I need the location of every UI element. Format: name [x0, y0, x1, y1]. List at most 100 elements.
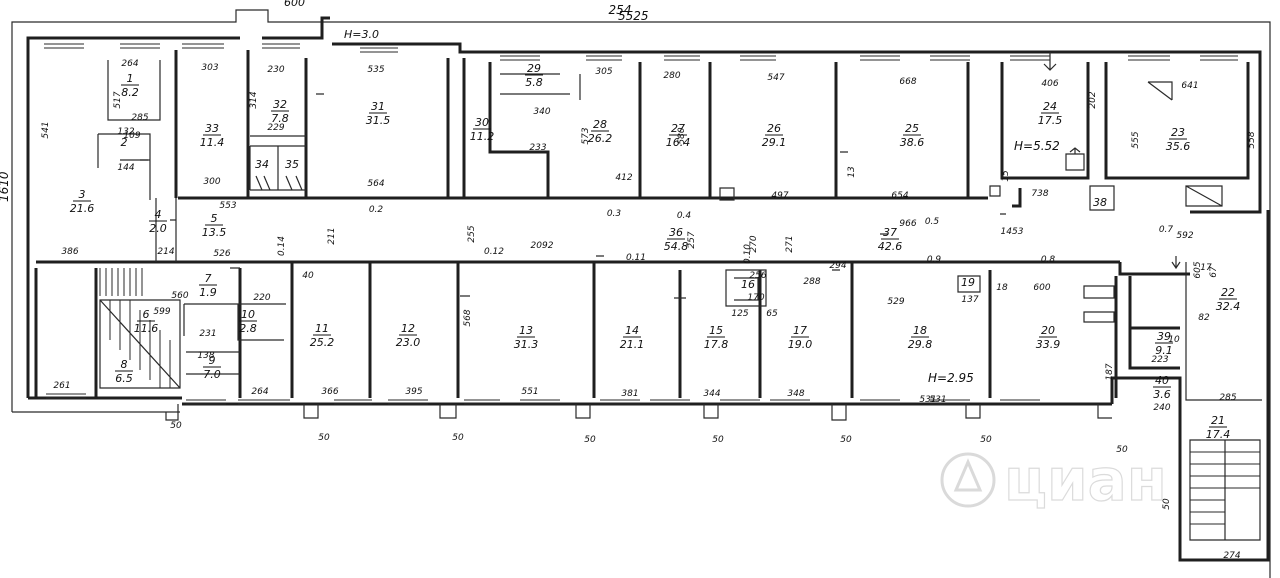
dimension-label: 270: [749, 235, 759, 252]
room-number-32: 32: [273, 98, 287, 111]
misc-mark: 0.5: [925, 217, 940, 227]
dimension-label: 1453: [1001, 227, 1024, 237]
dimension-label: 109: [123, 131, 140, 141]
dimension-label: 555: [1131, 131, 1141, 148]
dimension-label: 348: [787, 389, 804, 399]
plan-labels: 5525 1610 600 H=3.0 H=5.52 H=2.95: [0, 0, 1060, 385]
dimension-label: 558: [1247, 131, 1257, 148]
room-number-16: 16: [741, 278, 755, 291]
room-area-28: 26.2: [588, 132, 613, 145]
room-number-30: 30: [475, 116, 489, 129]
dimension-label: 256: [749, 271, 766, 281]
room-number-35: 35: [285, 158, 299, 171]
height-note-room18: H=2.95: [928, 371, 974, 385]
room-number-2: 2: [121, 136, 128, 149]
dimension-label: 366: [321, 387, 338, 397]
room-area-27: 16.4: [666, 136, 691, 149]
room-area-39: 9.1: [1155, 344, 1173, 357]
dimension-label: 255: [467, 225, 477, 242]
dimension-label: 50: [170, 421, 182, 431]
dimension-label: 600: [1033, 283, 1050, 293]
dimension-label: 137: [961, 295, 978, 305]
room-area-26: 29.1: [762, 136, 787, 149]
top-fragment-label: 600: [284, 0, 305, 9]
door-marks: [140, 93, 1006, 299]
room-area-23: 35.6: [1166, 140, 1191, 153]
room-number-23: 23: [1171, 126, 1185, 139]
room-number-6: 6: [143, 308, 150, 321]
dimension-label: 303: [201, 63, 218, 73]
dimension-label: 271: [785, 235, 795, 252]
dimension-label: 541: [41, 121, 51, 138]
room-area-15: 17.8: [704, 338, 729, 351]
dimension-label: 526: [213, 249, 230, 259]
misc-mark: 40: [302, 271, 314, 281]
dimension-label: 305: [595, 67, 612, 77]
dimension-label: 641: [1181, 81, 1198, 91]
top-windows: [44, 43, 1238, 61]
room-area-9: 7.0: [203, 368, 221, 381]
room-area-1: 8.2: [121, 86, 139, 99]
room-number-28: 28: [593, 118, 607, 131]
room-number-1: 1: [127, 72, 134, 85]
dimension-label: 138: [197, 351, 214, 361]
misc-mark: 13: [847, 166, 857, 178]
misc-mark: 15: [1001, 170, 1011, 182]
overall-length-label: 5525: [618, 9, 649, 23]
misc-mark: 17: [1200, 263, 1212, 273]
dimension-label: 132: [117, 127, 134, 137]
misc-mark: 0.10: [743, 244, 753, 264]
dimension-label: 381: [621, 389, 638, 399]
room-number-33: 33: [205, 122, 219, 135]
misc-symbols: [719, 52, 1181, 270]
room-number-17: 17: [793, 324, 807, 337]
dimension-label: 564: [367, 179, 384, 189]
room-area-8: 6.5: [115, 372, 133, 385]
dimension-label: 50: [1116, 445, 1128, 455]
room-area-32: 7.8: [271, 112, 289, 125]
dimension-label: 125: [731, 309, 748, 319]
dimension-label: 314: [249, 91, 259, 108]
room-area-7: 1.9: [199, 286, 217, 299]
dimension-label: 395: [405, 387, 422, 397]
room-area-6: 11.6: [134, 322, 159, 335]
partitions-bottom: [34, 262, 1262, 541]
top-height-note: H=3.0: [344, 28, 379, 41]
dimension-label: 170: [747, 293, 764, 303]
dimension-label: 386: [61, 247, 78, 257]
dimension-label: 144: [117, 163, 134, 173]
room-number-20: 20: [1041, 324, 1055, 337]
room-number-8: 8: [121, 358, 128, 371]
room-area-36: 54.8: [664, 240, 689, 253]
room-number-37: 37: [883, 226, 897, 239]
dimension-label: 50: [712, 435, 724, 445]
room-area-25: 38.6: [900, 136, 925, 149]
dimension-label: 412: [615, 173, 632, 183]
room-number-3: 3: [79, 188, 86, 201]
dimension-label: 50: [840, 435, 852, 445]
room-area-24: 17.5: [1038, 114, 1063, 127]
dimension-label: 229: [267, 123, 284, 133]
overall-width-label: 1610: [0, 171, 11, 202]
room-number-29: 29: [527, 62, 541, 75]
misc-mark: 10: [1168, 335, 1180, 345]
room-area-30: 11.2: [470, 130, 495, 143]
room-area-12: 23.0: [396, 336, 421, 349]
misc-mark: 18: [996, 283, 1008, 293]
room-number-21: 21: [1211, 414, 1225, 427]
room-number-19: 19: [961, 276, 975, 289]
room-number-39: 39: [1157, 330, 1171, 343]
misc-mark: 0.2: [369, 205, 384, 215]
dimension-label: 531: [919, 395, 936, 405]
dimension-label: 254: [609, 3, 632, 17]
room-number-14: 14: [625, 324, 639, 337]
dimension-label: 264: [251, 387, 268, 397]
dimension-label: 668: [899, 77, 916, 87]
dimension-label: 280: [663, 71, 680, 81]
dimension-label: 738: [1031, 189, 1048, 199]
misc-mark: 0.7: [1159, 225, 1174, 235]
watermark-text: циан: [1004, 446, 1167, 514]
dimension-label: 592: [1176, 231, 1193, 241]
